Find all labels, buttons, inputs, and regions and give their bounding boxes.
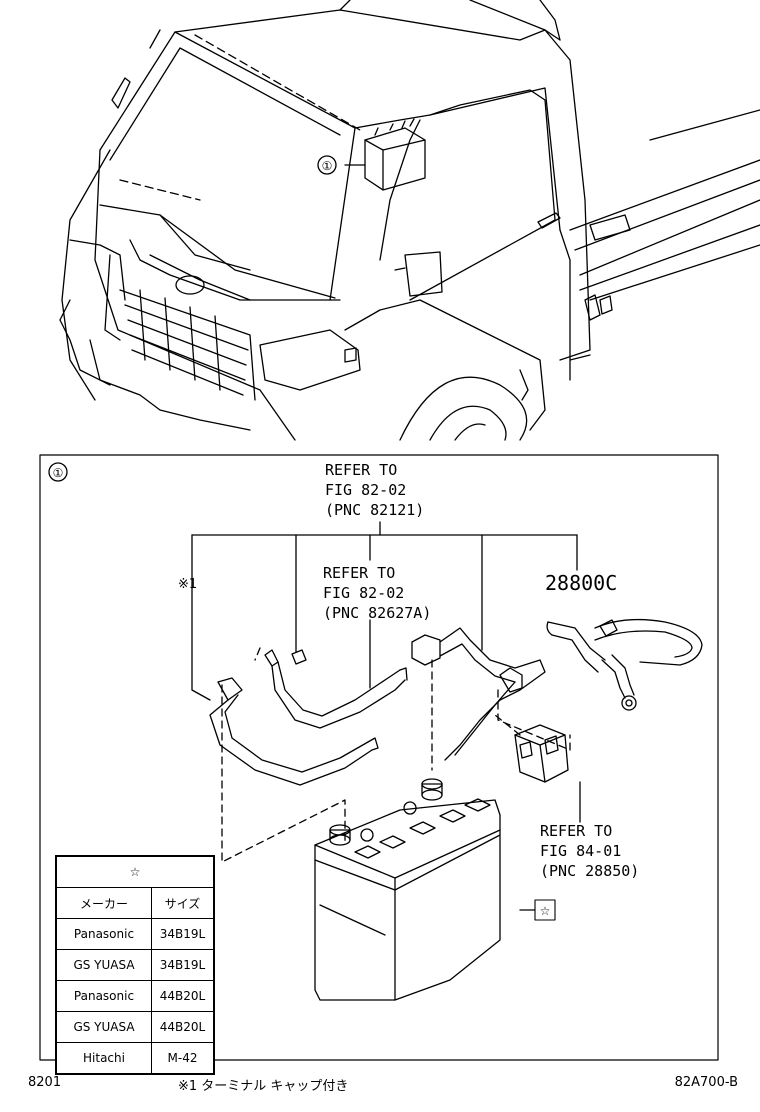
battery xyxy=(314,778,501,1001)
refer-top-line3: (PNC 82121) xyxy=(325,501,424,519)
cell-size: 34B19L xyxy=(151,918,214,950)
header-size: サイズ xyxy=(151,887,214,919)
callout-number-detail: ① xyxy=(53,466,64,480)
refer-top-line2: FIG 82-02 xyxy=(325,481,406,499)
truck-illustration xyxy=(59,0,760,441)
detail-frame xyxy=(39,454,719,1061)
footer-figure-id: 82A700-B xyxy=(674,1075,738,1090)
footer-note: ※1 ターミナル キャップ付き xyxy=(178,1079,349,1094)
table-row: GS YUASA 34B19L xyxy=(56,949,214,981)
cell-size: M-42 xyxy=(151,1042,214,1074)
star-label-box xyxy=(534,899,556,921)
header-maker: メーカー xyxy=(56,887,152,919)
refer-bottom-line3: (PNC 28850) xyxy=(540,862,639,880)
part-number-28800c: 28800C xyxy=(545,571,617,595)
cell-maker: GS YUASA xyxy=(56,1011,152,1043)
footer-page-code: 8201 xyxy=(28,1075,62,1090)
callout-number-truck: ① xyxy=(322,159,333,173)
note-marker: ※1 xyxy=(178,577,197,592)
battery-cables xyxy=(209,618,703,786)
cell-size: 34B19L xyxy=(151,949,214,981)
table-row: GS YUASA 44B20L xyxy=(56,1011,214,1043)
refer-bottom-line1: REFER TO xyxy=(540,822,612,840)
table-row: Panasonic 34B19L xyxy=(56,918,214,950)
cell-maker: Panasonic xyxy=(56,918,152,950)
refer-mid-line2: FIG 82-02 xyxy=(323,584,404,602)
leader-lines xyxy=(191,521,581,911)
cell-maker: Hitachi xyxy=(56,1042,152,1074)
refer-mid-line3: (PNC 82627A) xyxy=(323,604,431,622)
callout-circle-truck xyxy=(317,155,337,175)
cell-maker: GS YUASA xyxy=(56,949,152,981)
refer-mid-line1: REFER TO xyxy=(323,564,395,582)
cell-maker: Panasonic xyxy=(56,980,152,1012)
dashed-guides xyxy=(221,647,571,863)
callout-circle-detail xyxy=(48,462,68,482)
table-title: ☆ xyxy=(56,856,214,888)
battery-spec-table: ☆ メーカー サイズ Panasonic 34B19L GS YUASA 34B… xyxy=(55,855,215,1075)
table-row: Panasonic 44B20L xyxy=(56,980,214,1012)
table-row: Hitachi M-42 xyxy=(56,1042,214,1074)
star-label: ☆ xyxy=(540,904,551,918)
refer-bottom-line2: FIG 84-01 xyxy=(540,842,621,860)
refer-top-line1: REFER TO xyxy=(325,461,397,479)
cell-size: 44B20L xyxy=(151,1011,214,1043)
cell-size: 44B20L xyxy=(151,980,214,1012)
